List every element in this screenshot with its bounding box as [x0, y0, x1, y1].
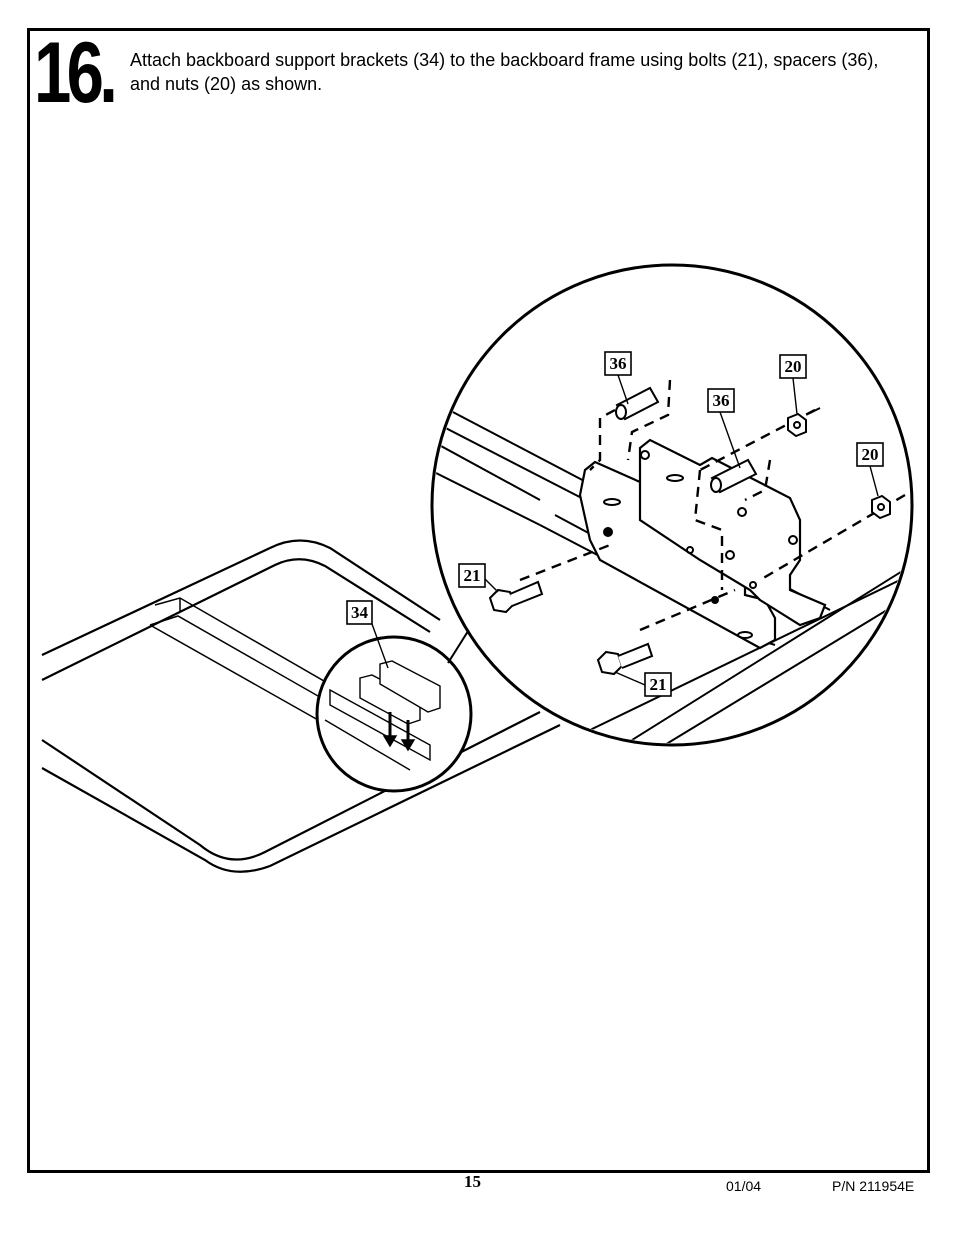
callout-21-bottom: 21: [644, 672, 672, 697]
callout-36-left: 36: [604, 351, 632, 376]
backboard-frame: [41, 539, 561, 873]
small-detail-brackets: [324, 660, 441, 771]
svg-text:36: 36: [713, 391, 730, 410]
callout-36-right: 36: [707, 388, 735, 413]
callout-34: 34: [346, 600, 373, 625]
nut-hex: [787, 412, 891, 520]
step-instruction: Attach backboard support brackets (34) t…: [130, 50, 879, 94]
large-detail-parts: [434, 374, 910, 743]
page-border: [27, 28, 930, 1173]
page-number: 15: [464, 1172, 481, 1191]
assembly-diagram: 34 36 36 20 20 21 21: [41, 263, 914, 873]
svg-text:20: 20: [862, 445, 879, 464]
callout-21-left: 21: [458, 563, 486, 588]
callout-20-right: 20: [856, 442, 884, 467]
part-number: P/N 211954E: [832, 1178, 915, 1194]
svg-text:20: 20: [785, 357, 802, 376]
spacer-cylinder: [615, 386, 758, 494]
step-number: 16.: [34, 25, 118, 121]
svg-text:21: 21: [464, 566, 481, 585]
date-code: 01/04: [726, 1178, 762, 1194]
svg-text:34: 34: [351, 603, 369, 622]
svg-text:36: 36: [610, 354, 627, 373]
bolt-hex: [488, 580, 654, 676]
svg-text:21: 21: [650, 675, 667, 694]
detail-connector: [447, 627, 471, 664]
callout-20-top: 20: [779, 354, 807, 379]
